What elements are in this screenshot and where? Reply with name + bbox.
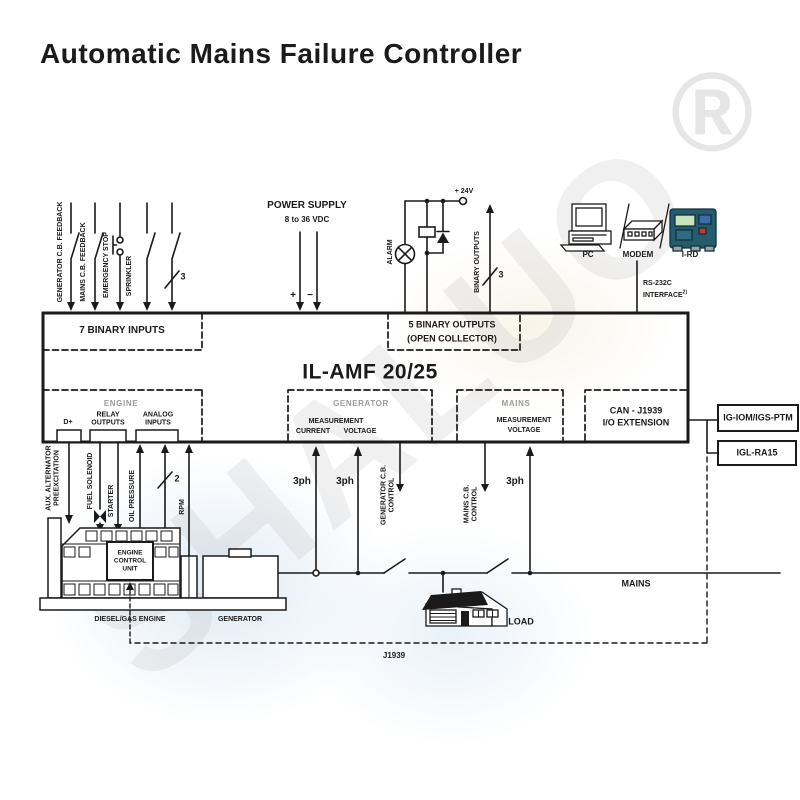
generator-voltage-3ph: 3ph: [336, 476, 354, 487]
relay-outputs-label: RELAY OUTPUTS: [91, 411, 125, 427]
generator-section-header: GENERATOR: [333, 399, 389, 409]
engine-section-header: ENGINE: [103, 399, 139, 409]
page-title: Automatic Mains Failure Controller: [40, 38, 523, 69]
mains-voltage-3ph: 3ph: [506, 476, 524, 487]
minus-sign: −: [307, 290, 313, 301]
binary-input-wires: [67, 202, 181, 311]
mains-voltage-label: VOLTAGE: [507, 426, 541, 434]
relay-coil-icon: [418, 226, 436, 238]
controller-model: IL-AMF 20/25: [302, 360, 438, 384]
binary-outputs-label: BINARY OUTPUTS: [473, 231, 481, 293]
analog-inputs-label: ANALOG INPUTS: [142, 411, 174, 427]
fuel-valve-icon: [94, 510, 100, 523]
input-label-sprinkler: SPRINKLER: [125, 255, 133, 297]
input-label-emergency-stop: EMERGENCY STOP: [102, 232, 110, 298]
mains-measurement-label: MEASUREMENT: [496, 416, 552, 424]
binary-outputs-count: 3: [498, 269, 504, 280]
generator-measurement-label: MEASUREMENT: [308, 417, 364, 425]
can-section-line2: I/O EXTENSION: [602, 417, 670, 428]
rpm-label: RPM: [178, 499, 186, 515]
power-supply-range: 8 to 36 VDC: [284, 215, 330, 225]
binary-outputs-box-label2: (OPEN COLLECTOR): [407, 333, 497, 344]
ecu-box: [106, 541, 154, 581]
mains-section-header: MAINS: [501, 399, 531, 409]
fuel-solenoid-label: FUEL SOLENOID: [86, 452, 94, 510]
aux-alternator-label: AUX. ALTERNATOR PREEXCITATION: [45, 445, 61, 511]
j1939-bus-wire: [129, 456, 708, 644]
rs232-label-line1: RS-232C: [643, 279, 672, 287]
igiom-box-label: IG-IOM/IGS-PTM: [723, 412, 793, 423]
generator-current-3ph: 3ph: [293, 476, 311, 487]
can-extension: [129, 404, 799, 644]
diode-icon: [437, 232, 449, 243]
generator-voltage-label: VOLTAGE: [343, 427, 377, 435]
remote-devices: [559, 203, 717, 314]
diesel-engine-label: DIESEL/GAS ENGINE: [94, 615, 166, 623]
modem-icon: [622, 219, 664, 242]
generator-cb-control-label: GENERATOR C.B. CONTROL: [380, 464, 396, 526]
ecu-label: ENGINE CONTROL UNIT: [113, 549, 147, 572]
binary-inputs-box-label: 7 BINARY INPUTS: [79, 325, 165, 336]
input-slash-count: 3: [180, 271, 186, 282]
input-label-generator-cb-feedback: GENERATOR C.B. FEEDBACK: [56, 201, 64, 303]
binary-outputs-box-label1: 5 BINARY OUTPUTS: [408, 319, 496, 330]
v24-label: + 24V: [454, 187, 474, 195]
footnote-marker: 2): [682, 289, 688, 296]
load-label: LOAD: [508, 616, 534, 627]
power-supply-wires: [296, 231, 321, 311]
plus-sign: +: [290, 290, 296, 301]
ird-label: I-RD: [681, 250, 699, 260]
exhaust-stack: [47, 517, 62, 599]
controller-box: [41, 311, 690, 444]
mains-label: MAINS: [621, 578, 651, 589]
rs232-label-line2: INTERFACE2): [643, 289, 688, 299]
load-house-icon: [422, 588, 508, 627]
pc-icon: [559, 203, 612, 252]
mains-cb-control-label: MAINS C.B. CONTROL: [463, 484, 479, 524]
power-supply-label: POWER SUPPLY: [267, 200, 347, 211]
generator-label: GENERATOR: [217, 615, 263, 623]
iglra15-box-label: IGL-RA15: [736, 447, 778, 458]
alarm-circuit: [394, 196, 468, 314]
terminal-blocks: [56, 429, 179, 443]
analog-slash-count: 2: [174, 473, 180, 484]
generator-body: [202, 555, 279, 599]
alarm-label: ALARM: [386, 239, 394, 265]
generator-breaker-blade: [383, 558, 406, 574]
modem-label: MODEM: [622, 250, 654, 260]
genset-drawing: [39, 517, 287, 644]
can-section-line1: CAN - J1939: [609, 405, 663, 416]
separator-slash: [619, 203, 630, 249]
pc-label: PC: [582, 250, 594, 260]
separator-slash: [659, 203, 670, 249]
mains-breaker-blade: [486, 558, 509, 574]
genset-base: [39, 597, 287, 611]
input-label-mains-cb-feedback: MAINS C.B. FEEDBACK: [79, 222, 87, 302]
j1939-bus-label: J1939: [382, 651, 406, 661]
generator-current-label: CURRENT: [295, 427, 331, 435]
dplus-terminal-label: D+: [63, 418, 73, 426]
ird-device-icon: [669, 208, 717, 252]
power-bus: [277, 441, 781, 593]
oil-pressure-label: OIL PRESSURE: [128, 470, 136, 522]
starter-label: STARTER: [107, 484, 115, 518]
binary-outputs-wire: [482, 204, 498, 314]
